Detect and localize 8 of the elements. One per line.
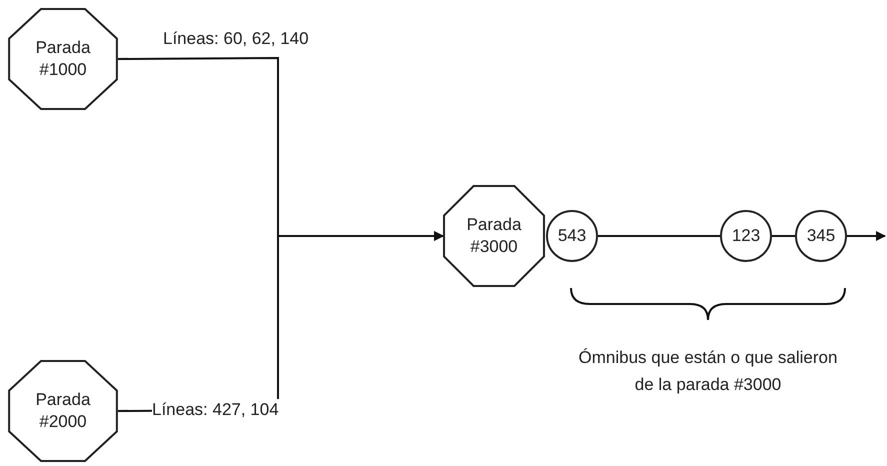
connector-arrow	[847, 231, 886, 241]
bus-circle: 543	[546, 210, 598, 262]
stop-octagon: Parada #1000	[8, 8, 118, 110]
bus-circle: 345	[795, 210, 847, 262]
note-text: Ómnibus que están o que salieron de la parada #3000	[578, 347, 838, 396]
stop-octagon: Parada #3000	[443, 185, 545, 287]
stop-octagon: Parada #2000	[8, 360, 118, 462]
bus-circle: 123	[720, 210, 772, 262]
